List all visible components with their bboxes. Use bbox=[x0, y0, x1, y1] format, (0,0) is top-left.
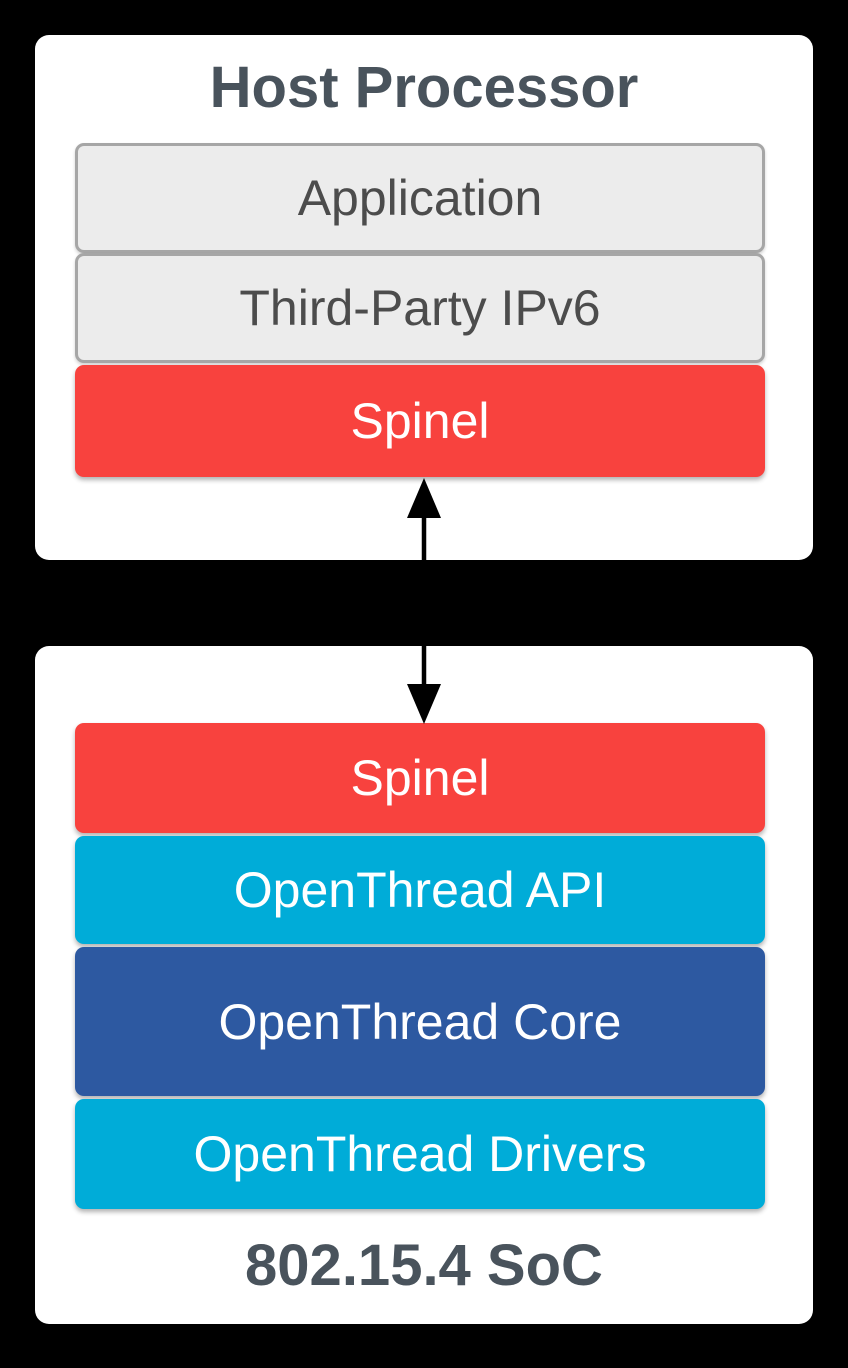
soc-card-title: 802.15.4 SoC bbox=[245, 1232, 603, 1298]
layer-openthread-core: OpenThread Core bbox=[75, 947, 765, 1096]
layer-spinel-soc-label: Spinel bbox=[350, 750, 490, 806]
layer-spinel-host: Spinel bbox=[75, 365, 765, 477]
layer-spinel-soc: Spinel bbox=[75, 723, 765, 833]
spinel-link-arrow bbox=[407, 478, 441, 724]
layer-openthread-drivers: OpenThread Drivers bbox=[75, 1099, 765, 1209]
host-card-title: Host Processor bbox=[209, 54, 639, 120]
layer-third-party-ipv6-label: Third-Party IPv6 bbox=[239, 280, 601, 336]
layer-openthread-api: OpenThread API bbox=[75, 836, 765, 944]
layer-openthread-api-label: OpenThread API bbox=[233, 862, 607, 918]
layer-openthread-core-label: OpenThread Core bbox=[218, 993, 622, 1050]
soc-card: Spinel OpenThread API OpenThread Core Op… bbox=[35, 646, 813, 1324]
host-processor-card: Host Processor Application Third-Party I… bbox=[35, 35, 813, 560]
layer-third-party-ipv6: Third-Party IPv6 bbox=[75, 253, 765, 363]
layer-openthread-drivers-label: OpenThread Drivers bbox=[193, 1126, 647, 1182]
layer-application-label: Application bbox=[297, 170, 543, 226]
layer-spinel-host-label: Spinel bbox=[350, 393, 490, 449]
layer-application: Application bbox=[75, 143, 765, 253]
